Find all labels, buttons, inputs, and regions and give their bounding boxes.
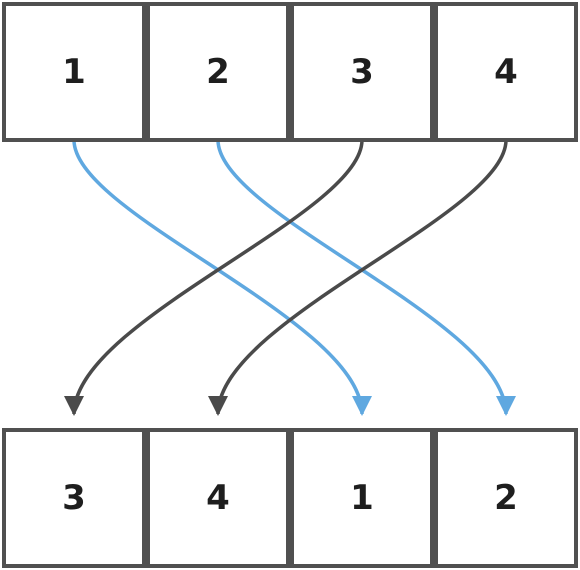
- top-cell-4-box: [434, 2, 578, 142]
- bottom-cell-1: 3: [2, 428, 146, 568]
- top-cell-1: 1: [2, 2, 146, 142]
- bottom-cell-1-label: 3: [62, 478, 86, 518]
- top-cell-2: 2: [146, 2, 290, 142]
- top-cell-2-label: 2: [206, 52, 230, 92]
- arrow-4-to-position-2: [208, 139, 508, 416]
- arrow-2-to-position-4: [216, 139, 516, 416]
- bottom-cell-3-box: [290, 428, 434, 568]
- top-cell-4-label: 4: [494, 52, 518, 92]
- bottom-cell-4: 2: [434, 428, 578, 568]
- top-cell-3-label: 3: [350, 52, 374, 92]
- top-cell-3-box: [290, 2, 434, 142]
- bottom-cell-2-box: [146, 428, 290, 568]
- top-cell-1-label: 1: [62, 52, 86, 92]
- bottom-cell-4-label: 2: [494, 478, 518, 518]
- top-row: 1 2 3 4: [2, 2, 578, 142]
- top-cell-2-box: [146, 2, 290, 142]
- bottom-cell-1-box: [2, 428, 146, 568]
- arrow-layer: [64, 139, 516, 416]
- bottom-cell-3-label: 1: [350, 478, 374, 518]
- arrow-3-to-position-1: [64, 139, 364, 416]
- top-cell-4: 4: [434, 2, 578, 142]
- bottom-cell-3: 1: [290, 428, 434, 568]
- top-cell-3: 3: [290, 2, 434, 142]
- bottom-cell-2-label: 4: [206, 478, 230, 518]
- bottom-cell-2: 4: [146, 428, 290, 568]
- bottom-row: 3 4 1 2: [2, 428, 578, 568]
- bottom-cell-4-box: [434, 428, 578, 568]
- top-cell-1-box: [2, 2, 146, 142]
- arrow-1-to-position-3: [72, 139, 372, 416]
